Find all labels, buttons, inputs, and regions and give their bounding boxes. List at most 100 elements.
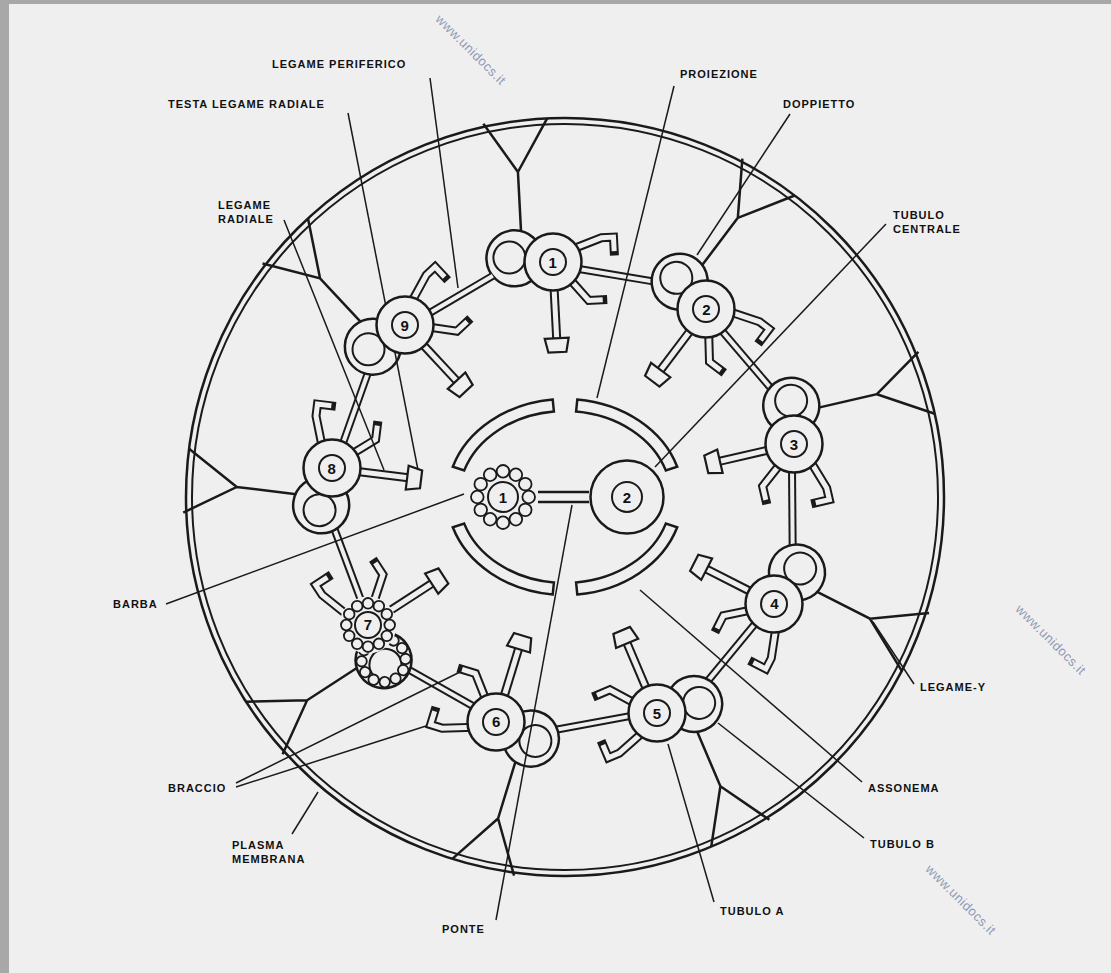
doublet-parts xyxy=(258,153,538,436)
leader-line xyxy=(166,494,464,604)
node-text-box: 5 xyxy=(653,706,661,721)
tubule-lumen xyxy=(355,612,381,638)
part-label-holder: ASSONEMA xyxy=(868,781,940,795)
a-tubule: 1 xyxy=(523,232,583,292)
doublet xyxy=(479,113,655,355)
protofilament xyxy=(379,677,390,688)
tubule-lumen xyxy=(612,482,642,512)
protofilament xyxy=(363,598,374,609)
node-text-box: 2 xyxy=(623,490,631,505)
part-label-holder: LEGAME RADIALE xyxy=(218,198,274,226)
part-label: TUBULO B xyxy=(870,837,935,851)
protofilament xyxy=(363,641,374,652)
part-label-holder: PROIEZIONE xyxy=(680,67,758,81)
leader-line xyxy=(292,792,318,834)
tubule-wall xyxy=(303,440,360,497)
node-text-box: 6 xyxy=(492,714,500,729)
part-label: TUBULO CENTRALE xyxy=(893,208,961,236)
tubule-wall xyxy=(376,297,433,354)
part-label-holder: TUBULO CENTRALE xyxy=(893,208,961,236)
part-label-holder: TUBULO B xyxy=(870,837,935,851)
tubule-lumen xyxy=(392,312,418,338)
protofilament xyxy=(471,491,484,504)
part-label-holder: BRACCIO xyxy=(168,781,226,795)
protofilament xyxy=(522,491,535,504)
tubule-wall xyxy=(678,281,735,338)
tubule-lumen xyxy=(761,591,787,617)
a-tubule: 5 xyxy=(627,683,687,743)
watermark: www.unidocs.it xyxy=(1011,601,1088,678)
protofilament xyxy=(484,468,497,481)
frame-edge xyxy=(0,0,9,973)
protofilament xyxy=(344,631,355,642)
part-label: BARBA xyxy=(113,597,158,611)
part-label-holder: BARBA xyxy=(113,597,158,611)
projection xyxy=(453,524,554,595)
node-text-box: 1 xyxy=(499,490,507,505)
leader-line xyxy=(597,86,674,398)
part-label-holder: LEGAME-Y xyxy=(920,680,986,694)
tubule-lumen xyxy=(781,431,807,457)
callout-number: 2 xyxy=(623,490,631,505)
tubule-ground xyxy=(339,596,396,653)
a-tubule: 2 xyxy=(676,279,736,339)
protofilament xyxy=(373,638,384,649)
node-text-box: 9 xyxy=(401,318,409,333)
leader-line xyxy=(430,78,458,288)
leader-lines xyxy=(166,78,914,920)
doublet xyxy=(531,605,773,884)
protofilament xyxy=(497,465,510,478)
part-label-holder: LEGAME PERIFERICO xyxy=(272,57,406,71)
protofilament xyxy=(474,504,487,517)
part-label: TESTA LEGAME RADIALE xyxy=(168,97,325,111)
a-tubule: 9 xyxy=(375,295,435,355)
node-text-box: 1 xyxy=(549,255,557,270)
node-text-box: 8 xyxy=(328,461,336,476)
bridge-line xyxy=(538,492,589,502)
tubule-lumen xyxy=(693,296,719,322)
doublet-parts xyxy=(181,354,433,545)
tubule-lumen xyxy=(488,482,518,512)
part-label: LEGAME PERIFERICO xyxy=(272,57,406,71)
doublet xyxy=(258,153,538,436)
part-label: LEGAME-Y xyxy=(920,680,986,694)
doublet-parts xyxy=(479,113,655,355)
tubule-lumen xyxy=(319,455,345,481)
leader-line xyxy=(668,744,714,902)
leader-line xyxy=(348,113,418,470)
central-tubule: 2 xyxy=(589,459,665,535)
part-label: PROIEZIONE xyxy=(680,67,758,81)
doublet-parts xyxy=(194,494,480,759)
node-text-box: 4 xyxy=(770,596,778,611)
callout-number: 4 xyxy=(770,596,778,611)
watermark-holder: www.unidocs.it xyxy=(1011,601,1088,678)
frame-edge xyxy=(0,0,1111,4)
tubule-wall xyxy=(591,461,664,534)
leader-line xyxy=(284,220,384,470)
part-label-holder: PONTE xyxy=(442,922,485,936)
callout-number: 1 xyxy=(499,490,507,505)
protofilament xyxy=(497,516,510,529)
part-label-holder: TUBULO A xyxy=(720,904,784,918)
central-tubule: 1 xyxy=(468,462,538,532)
a-tubule: 4 xyxy=(744,574,804,634)
watermark: www.unidocs.it xyxy=(431,11,508,88)
protofilament xyxy=(356,656,367,667)
bridge-connector xyxy=(538,492,589,502)
leader-line xyxy=(236,672,460,783)
tubule-wall xyxy=(746,575,803,632)
doublet xyxy=(181,354,433,545)
protofilament xyxy=(384,620,395,631)
a-tubule: 6 xyxy=(466,692,526,752)
leader-line xyxy=(697,114,790,255)
callout-number: 9 xyxy=(401,318,409,333)
doublet-parts xyxy=(691,347,956,559)
part-label: PLASMA MEMBRANA xyxy=(232,838,305,866)
tubule-wall xyxy=(628,685,685,742)
tubule-ground xyxy=(470,464,537,531)
tubule-wall xyxy=(524,234,581,291)
part-label-holder: TESTA LEGAME RADIALE xyxy=(168,97,325,111)
leader-line xyxy=(718,723,864,838)
part-label: BRACCIO xyxy=(168,781,226,795)
doublet-dotted xyxy=(194,494,480,759)
